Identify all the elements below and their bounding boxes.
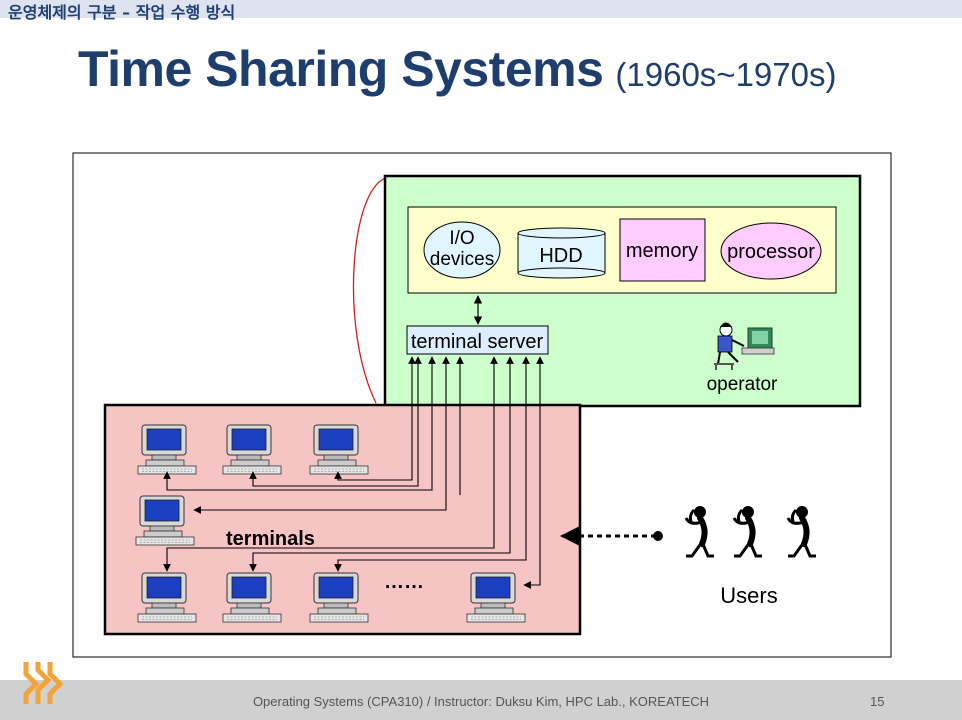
section-header: 운영체제의 구분 – 작업 수행 방식 bbox=[8, 3, 236, 22]
hdd-label: HDD bbox=[539, 245, 582, 267]
footer-credit: Operating Systems (CPA310) / Instructor:… bbox=[252, 694, 710, 709]
koreatech-logo bbox=[23, 662, 64, 704]
terminal-server-box bbox=[406, 325, 549, 355]
operator-icon bbox=[714, 322, 775, 370]
page-number: 15 bbox=[870, 694, 885, 709]
title-main: Time Sharing Systems bbox=[78, 41, 604, 97]
connection-lines bbox=[163, 356, 544, 589]
processor-label: processor bbox=[727, 241, 815, 263]
io-devices-oval bbox=[423, 221, 501, 279]
operator-label: operator bbox=[707, 374, 778, 395]
memory-box bbox=[619, 218, 706, 282]
slide-title: Time Sharing Systems (1960s~1970s) bbox=[78, 40, 836, 98]
footer-bar: Operating Systems (CPA310) / Instructor:… bbox=[0, 680, 962, 720]
terminal-server-label: terminal server bbox=[411, 331, 544, 353]
processor-oval bbox=[720, 222, 822, 280]
hdd-cylinder bbox=[517, 227, 606, 279]
memory-label: memory bbox=[626, 240, 698, 262]
title-period: (1960s~1970s) bbox=[615, 56, 837, 93]
section-header-bar: 운영체제의 구분 – 작업 수행 방식 bbox=[0, 0, 962, 22]
users-arrow-origin bbox=[653, 531, 663, 541]
io-label-line1: I/O bbox=[449, 228, 474, 249]
terminals-label: terminals bbox=[226, 528, 315, 550]
io-label-line2: devices bbox=[430, 249, 494, 270]
more-terminals-dots: …… bbox=[384, 571, 424, 593]
users-label: Users bbox=[720, 583, 777, 608]
